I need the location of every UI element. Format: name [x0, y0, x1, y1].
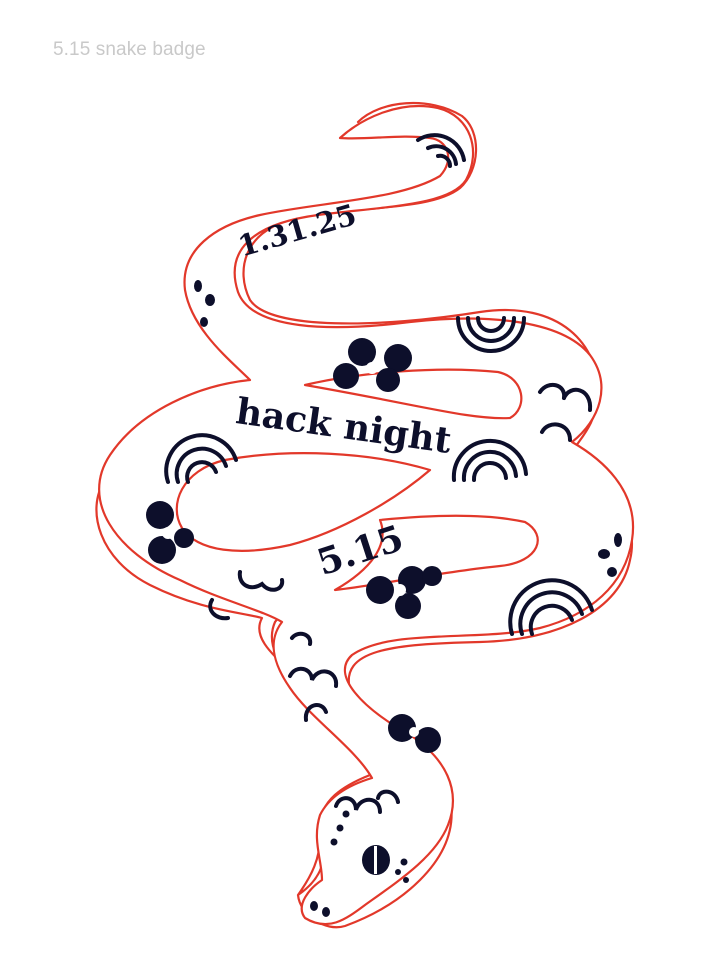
rainbow-arc-icon: [416, 133, 466, 168]
snake-body: [98, 104, 635, 926]
rainbow-arc-icon: [508, 578, 594, 636]
rainbow-arc-icon: [164, 433, 238, 484]
droplet-cluster-icon: [194, 280, 215, 327]
scale-arc-icon: [208, 382, 593, 814]
eye-icon: [362, 845, 390, 875]
rainbow-arc-icon: [456, 316, 526, 353]
badge-date: 1.31.25: [234, 197, 360, 263]
flower-icon: [366, 566, 442, 619]
nostril-icon: [310, 901, 330, 917]
flower-icon: [333, 338, 412, 392]
rainbow-arc-icon: [451, 438, 528, 482]
coil-gap-middle: [175, 452, 432, 552]
flower-icon: [146, 501, 194, 564]
flower-icon: [388, 714, 441, 753]
page-caption: 5.15 snake badge: [53, 39, 206, 60]
dot-cluster-icon: [330, 810, 409, 883]
droplet-cluster-icon: [598, 533, 622, 577]
